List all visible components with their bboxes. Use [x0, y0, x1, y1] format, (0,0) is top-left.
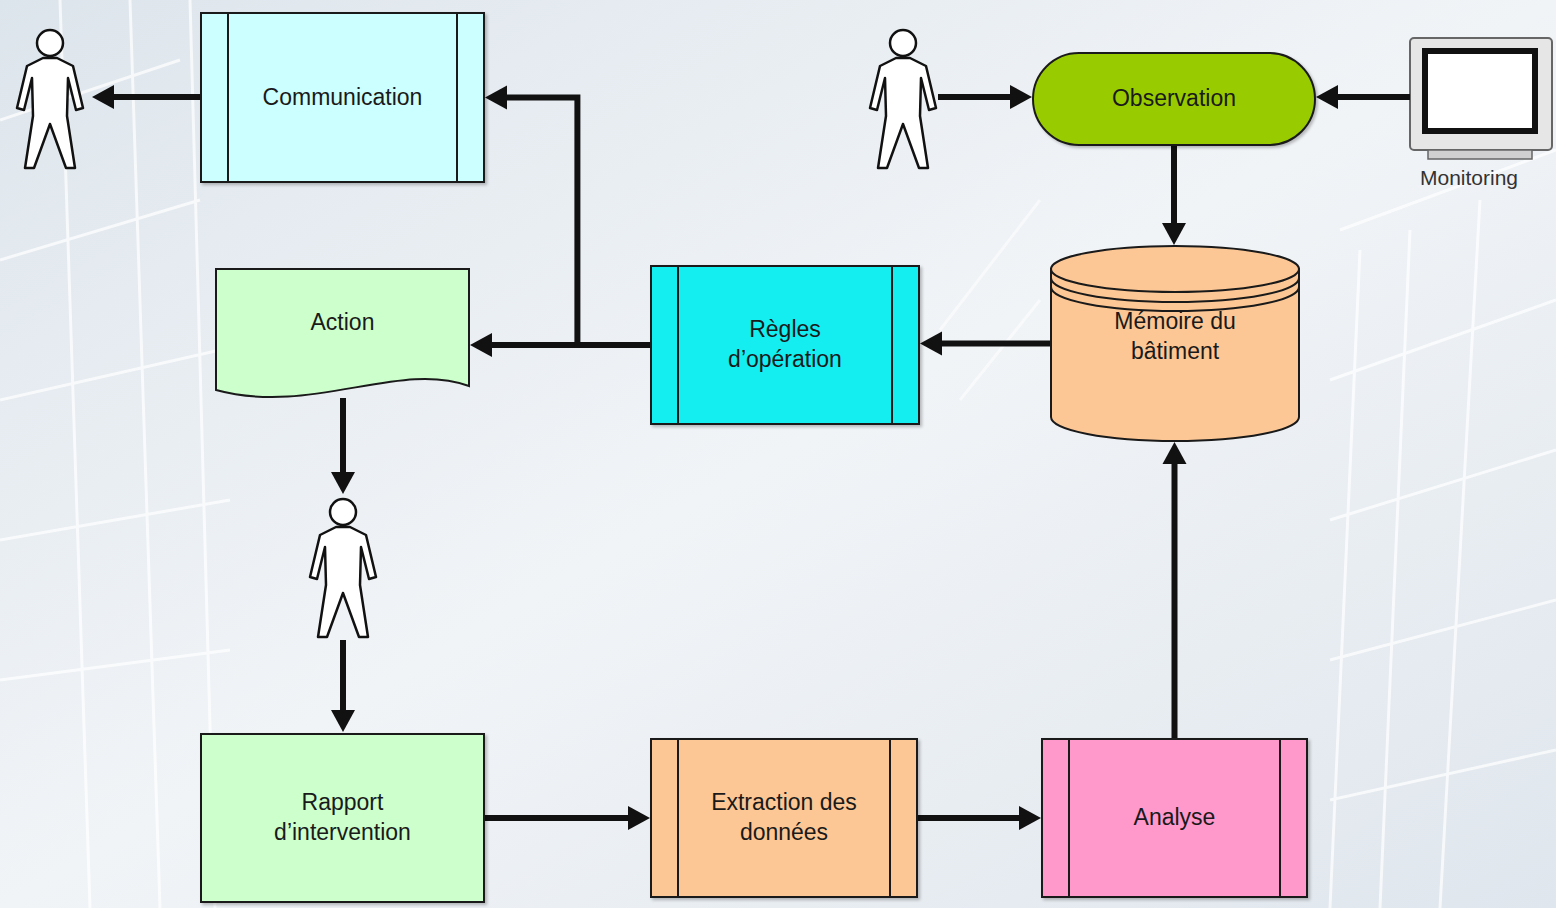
process-bars: [652, 267, 918, 423]
connector-line: [1172, 462, 1178, 738]
process-box: Analyse: [1041, 738, 1308, 898]
document-outline: [215, 268, 470, 408]
flow-arrow: [485, 86, 650, 346]
connector-line: [1171, 146, 1177, 225]
flow-arrow: [1163, 442, 1187, 738]
flow-arrow: [918, 806, 1041, 830]
connector-line: [485, 815, 630, 821]
node-label: Communication: [263, 83, 423, 113]
process-box: Communication: [200, 12, 485, 183]
report-box: Rapport d’intervention: [200, 733, 485, 903]
flow-arrow: [485, 806, 650, 830]
node-label: Action: [311, 308, 375, 338]
arrow-head: [470, 333, 492, 357]
node-label: Mémoire du bâtiment: [1090, 307, 1260, 367]
node-label: Analyse: [1134, 803, 1216, 833]
monitor-icon: [1410, 38, 1552, 159]
connector-line: [940, 341, 1050, 347]
connector-line: [505, 98, 650, 346]
connector-line: [918, 815, 1021, 821]
database-cylinder: Mémoire du bâtiment: [1050, 245, 1300, 442]
arrow-head: [628, 806, 650, 830]
process-box: Extraction des données: [650, 738, 918, 898]
node-label: Règles d’opération: [705, 315, 865, 375]
flow-arrow: [920, 332, 1050, 356]
arrow-head: [1019, 806, 1041, 830]
node-label: Extraction des données: [694, 788, 874, 848]
arrow-head: [920, 332, 942, 356]
arrow-head: [1162, 223, 1186, 245]
node-label: Observation: [1112, 84, 1236, 114]
arrow-head: [1163, 442, 1187, 464]
arrow-head: [485, 86, 507, 110]
terminal-box: Observation: [1032, 52, 1316, 146]
flow-arrow: [1162, 146, 1186, 245]
person-figure: [17, 30, 83, 168]
process-bars: [652, 740, 916, 896]
person-figure: [310, 499, 376, 637]
document-box: Action: [215, 268, 470, 408]
node-label: Rapport d’intervention: [253, 788, 433, 848]
icon-label: Monitoring: [1420, 166, 1518, 190]
person-figure: [870, 30, 936, 168]
process-box: Règles d’opération: [650, 265, 920, 425]
